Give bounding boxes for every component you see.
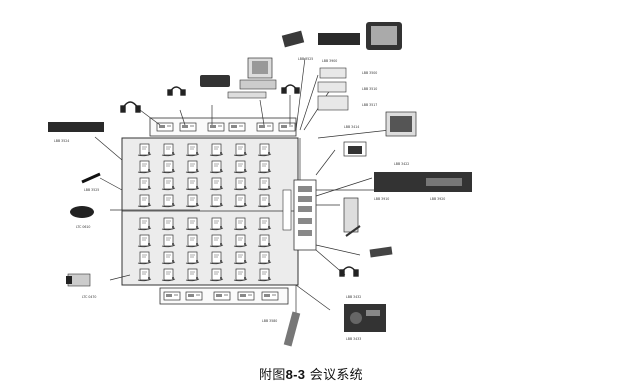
delegate-seat <box>137 251 152 265</box>
svg-text:LTC 0470: LTC 0470 <box>82 295 96 299</box>
chairman-desks-top <box>149 117 297 137</box>
side-rack <box>282 179 317 251</box>
right-devices: LBB 3414 LBB 3422 LBB 3910 LBB 3920 LBB … <box>343 111 472 341</box>
delegate-seat <box>137 234 152 248</box>
delegate-seat <box>257 234 272 248</box>
svg-text:LBB 3517: LBB 3517 <box>362 103 377 107</box>
delegate-seat <box>185 268 200 282</box>
delegate-seat <box>137 143 152 157</box>
svg-text:LBB 3525: LBB 3525 <box>298 57 313 61</box>
delegate-seat <box>209 251 224 265</box>
delegate-seat <box>185 194 200 208</box>
svg-text:LBB 3433: LBB 3433 <box>346 337 361 341</box>
delegate-seat <box>209 234 224 248</box>
headphone-icon <box>120 84 359 277</box>
delegate-seat <box>185 177 200 191</box>
svg-text:LBB 3524: LBB 3524 <box>54 139 69 143</box>
svg-text:LBB 3414: LBB 3414 <box>344 125 359 129</box>
delegate-seat <box>185 217 200 231</box>
svg-text:LTC 0610: LTC 0610 <box>76 225 90 229</box>
delegate-seat <box>185 160 200 174</box>
svg-text:LBB 3422: LBB 3422 <box>394 162 409 166</box>
delegate-seat <box>209 177 224 191</box>
delegate-seat <box>257 160 272 174</box>
svg-text:LBB 3900: LBB 3900 <box>322 59 337 63</box>
delegate-seat <box>185 143 200 157</box>
delegate-seat <box>233 194 248 208</box>
delegate-seat <box>137 217 152 231</box>
conference-hall-floor <box>121 137 299 286</box>
delegate-seat <box>233 160 248 174</box>
svg-text:LBB 3910: LBB 3910 <box>374 197 389 201</box>
delegate-seat <box>233 234 248 248</box>
delegate-seat <box>233 143 248 157</box>
delegate-seat <box>209 160 224 174</box>
delegate-seat <box>161 217 176 231</box>
delegate-seat <box>137 160 152 174</box>
delegate-seat <box>161 177 176 191</box>
pc-workstation <box>200 57 277 99</box>
delegate-seat <box>257 177 272 191</box>
delegate-seat <box>161 160 176 174</box>
delegate-seat <box>233 268 248 282</box>
delegate-seat <box>257 194 272 208</box>
delegate-seat <box>185 234 200 248</box>
delegate-seat <box>161 143 176 157</box>
desks-bottom <box>159 287 289 305</box>
delegate-seat <box>233 251 248 265</box>
top-equipment: LBB 3525 LBB 3900 <box>281 22 402 63</box>
svg-text:LBB 3525: LBB 3525 <box>84 188 99 192</box>
delegate-seat <box>257 251 272 265</box>
delegate-seat <box>185 251 200 265</box>
delegate-seat <box>137 194 152 208</box>
delegate-seat <box>161 234 176 248</box>
delegate-seat <box>209 143 224 157</box>
svg-text:LBB 3920: LBB 3920 <box>430 197 445 201</box>
svg-text:LBB 3510: LBB 3510 <box>362 87 377 91</box>
delegate-seat <box>161 194 176 208</box>
connection-lines <box>94 57 391 320</box>
delegate-seat <box>137 268 152 282</box>
delegate-seat <box>161 251 176 265</box>
central-units: LBB 3500 LBB 3510 LBB 3517 <box>317 67 377 111</box>
left-devices: LBB 3524 LBB 3525 LTC 0610 LTC 0470 <box>48 122 104 299</box>
delegate-seat <box>257 217 272 231</box>
svg-text:LBB 3432: LBB 3432 <box>346 295 361 299</box>
remote-control: LBB 3580 <box>262 311 301 347</box>
caption-prefix: 附图 <box>259 368 286 383</box>
svg-text:LBB 3580: LBB 3580 <box>262 319 277 323</box>
caption-number: 8-3 <box>285 367 306 382</box>
delegate-seat <box>161 268 176 282</box>
delegate-seat <box>233 177 248 191</box>
delegate-seat <box>257 143 272 157</box>
delegate-seat <box>209 194 224 208</box>
delegate-seat <box>233 217 248 231</box>
figure-caption: 附图8-3 会议系统 <box>0 364 622 383</box>
delegate-seat <box>209 217 224 231</box>
delegate-seat <box>137 177 152 191</box>
svg-text:LBB 3500: LBB 3500 <box>362 71 377 75</box>
delegate-seat <box>209 268 224 282</box>
caption-title: 会议系统 <box>309 368 363 383</box>
delegate-seat <box>257 268 272 282</box>
